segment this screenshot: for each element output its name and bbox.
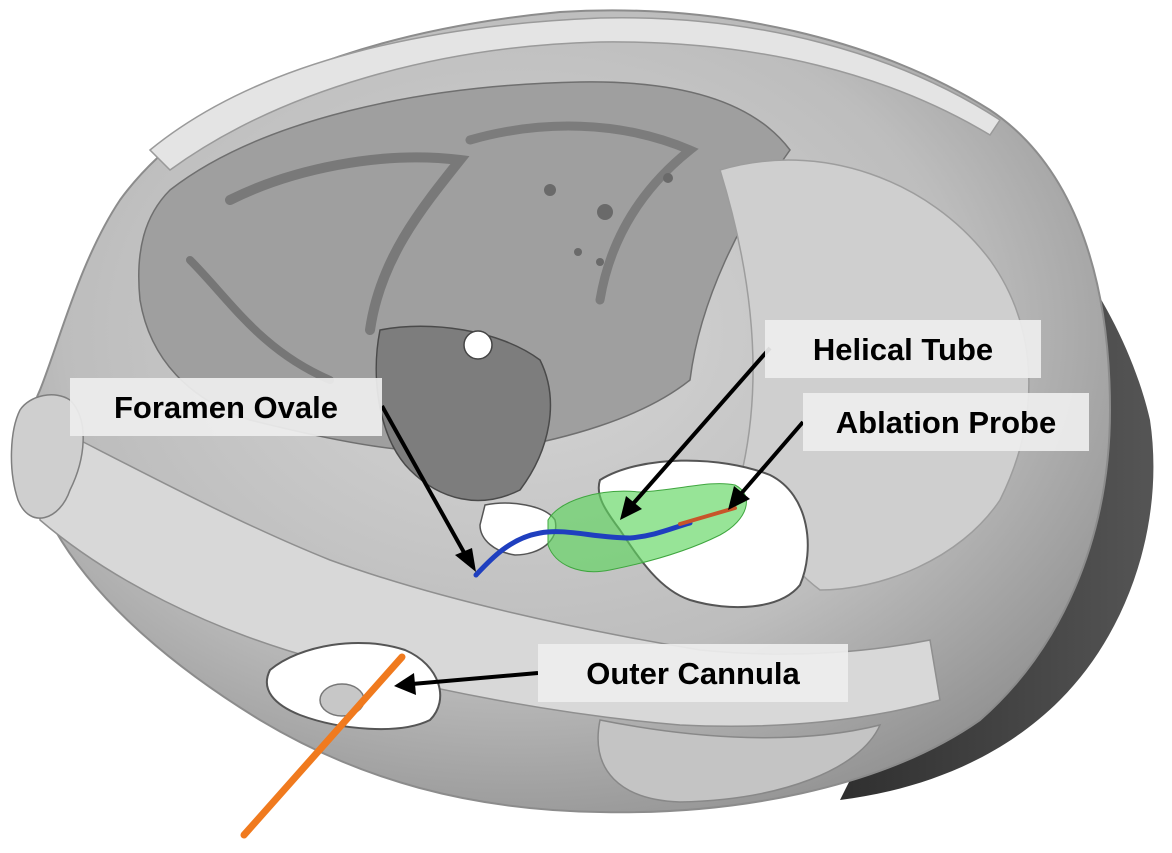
fossa-ridge-2 — [465, 121, 699, 305]
arrowhead-foramen-ovale — [455, 548, 476, 572]
arrow-helical-tube — [630, 346, 772, 507]
outer-cannula — [240, 653, 406, 839]
label-foramen-ovale: Foramen Ovale — [70, 378, 382, 436]
ablation-probe — [678, 506, 737, 526]
label-helical-tube: Helical Tube — [765, 320, 1041, 378]
skull-base-opening-center — [479, 502, 557, 556]
arrowhead-outer-cannula — [394, 673, 416, 695]
bone-pit — [574, 248, 582, 256]
sella-foramen — [463, 330, 493, 360]
occipital-shelf — [597, 719, 882, 803]
label-outer-cannula: Outer Cannula — [538, 644, 848, 702]
arrow-ablation-probe — [738, 420, 805, 497]
left-lateral-protrusion — [10, 394, 84, 519]
skull-top-rim — [148, 16, 1002, 171]
bone-pit — [597, 204, 613, 220]
bone-pit — [663, 173, 673, 183]
annotation-arrows — [380, 346, 805, 695]
fossa-ridge-1 — [225, 152, 470, 335]
helical-tube — [473, 520, 693, 578]
label-ablation-probe: Ablation Probe — [803, 393, 1089, 451]
bone-pit — [544, 184, 556, 196]
arrowhead-ablation-probe — [728, 486, 750, 510]
arrowhead-helical-tube — [620, 496, 642, 520]
arrow-outer-cannula — [411, 671, 539, 686]
arrow-foramen-ovale — [380, 405, 468, 557]
ablation-zone — [547, 483, 747, 573]
bone-pit — [596, 258, 604, 266]
fossa-ridge-3 — [186, 256, 334, 384]
